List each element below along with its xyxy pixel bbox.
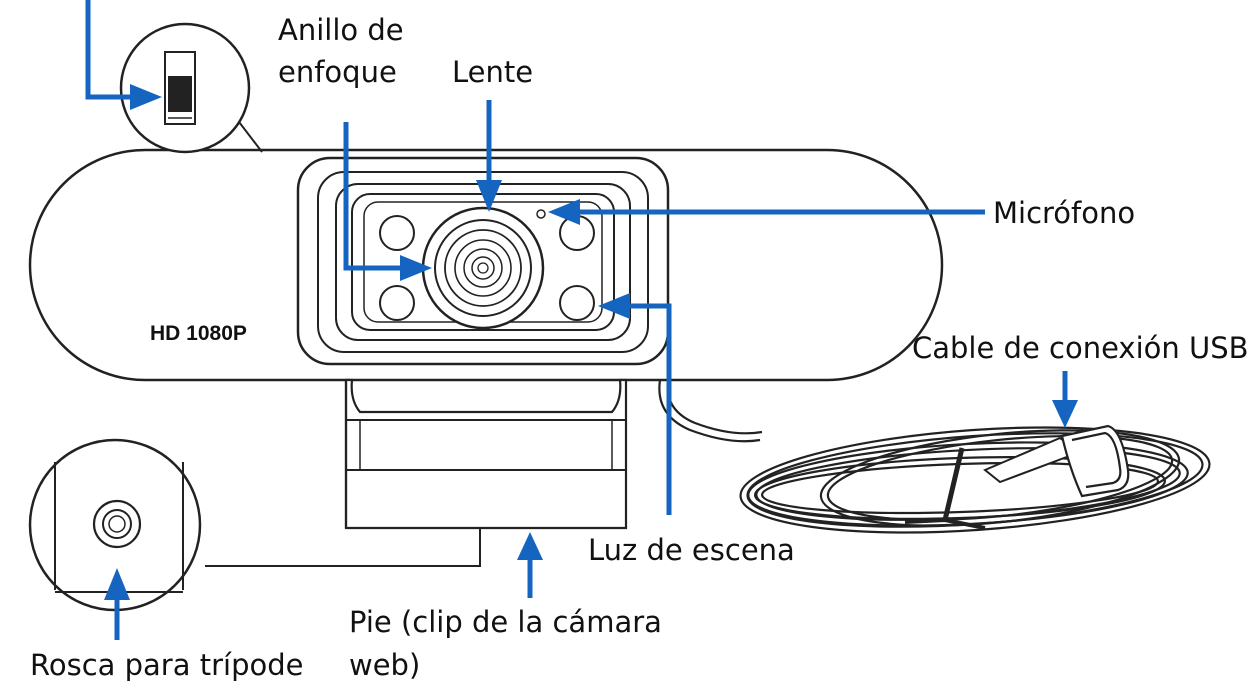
- usb-cable: [658, 379, 1211, 534]
- led-top-left: [379, 215, 415, 251]
- label-scene-light: Luz de escena: [588, 533, 795, 567]
- label-focus-ring-line2: enfoque: [278, 55, 397, 89]
- led-bottom-left: [379, 285, 415, 321]
- label-foot-line1: Pie (clip de la cámara: [349, 605, 662, 639]
- label-focus-ring-line1: Anillo de: [278, 13, 404, 47]
- model-text: HD 1080P: [150, 322, 247, 345]
- callout-arrows: [85, 0, 1078, 640]
- camera-foot: [344, 378, 628, 530]
- lens: [421, 206, 545, 330]
- led-bottom-right: [559, 285, 595, 321]
- label-foot-line2: web): [349, 648, 420, 682]
- label-microphone: Micrófono: [993, 196, 1135, 230]
- scene-lights: [379, 215, 595, 321]
- label-usb-cable: Cable de conexión USB: [912, 331, 1249, 365]
- foot-callout-line: [205, 528, 481, 567]
- microphone-hole: [536, 209, 546, 219]
- label-tripod-thread: Rosca para trípode: [30, 648, 303, 682]
- switch-inset: [119, 22, 263, 154]
- label-lens: Lente: [452, 55, 533, 89]
- labels: Anillo de enfoque Lente Micrófono Cable …: [30, 13, 1249, 682]
